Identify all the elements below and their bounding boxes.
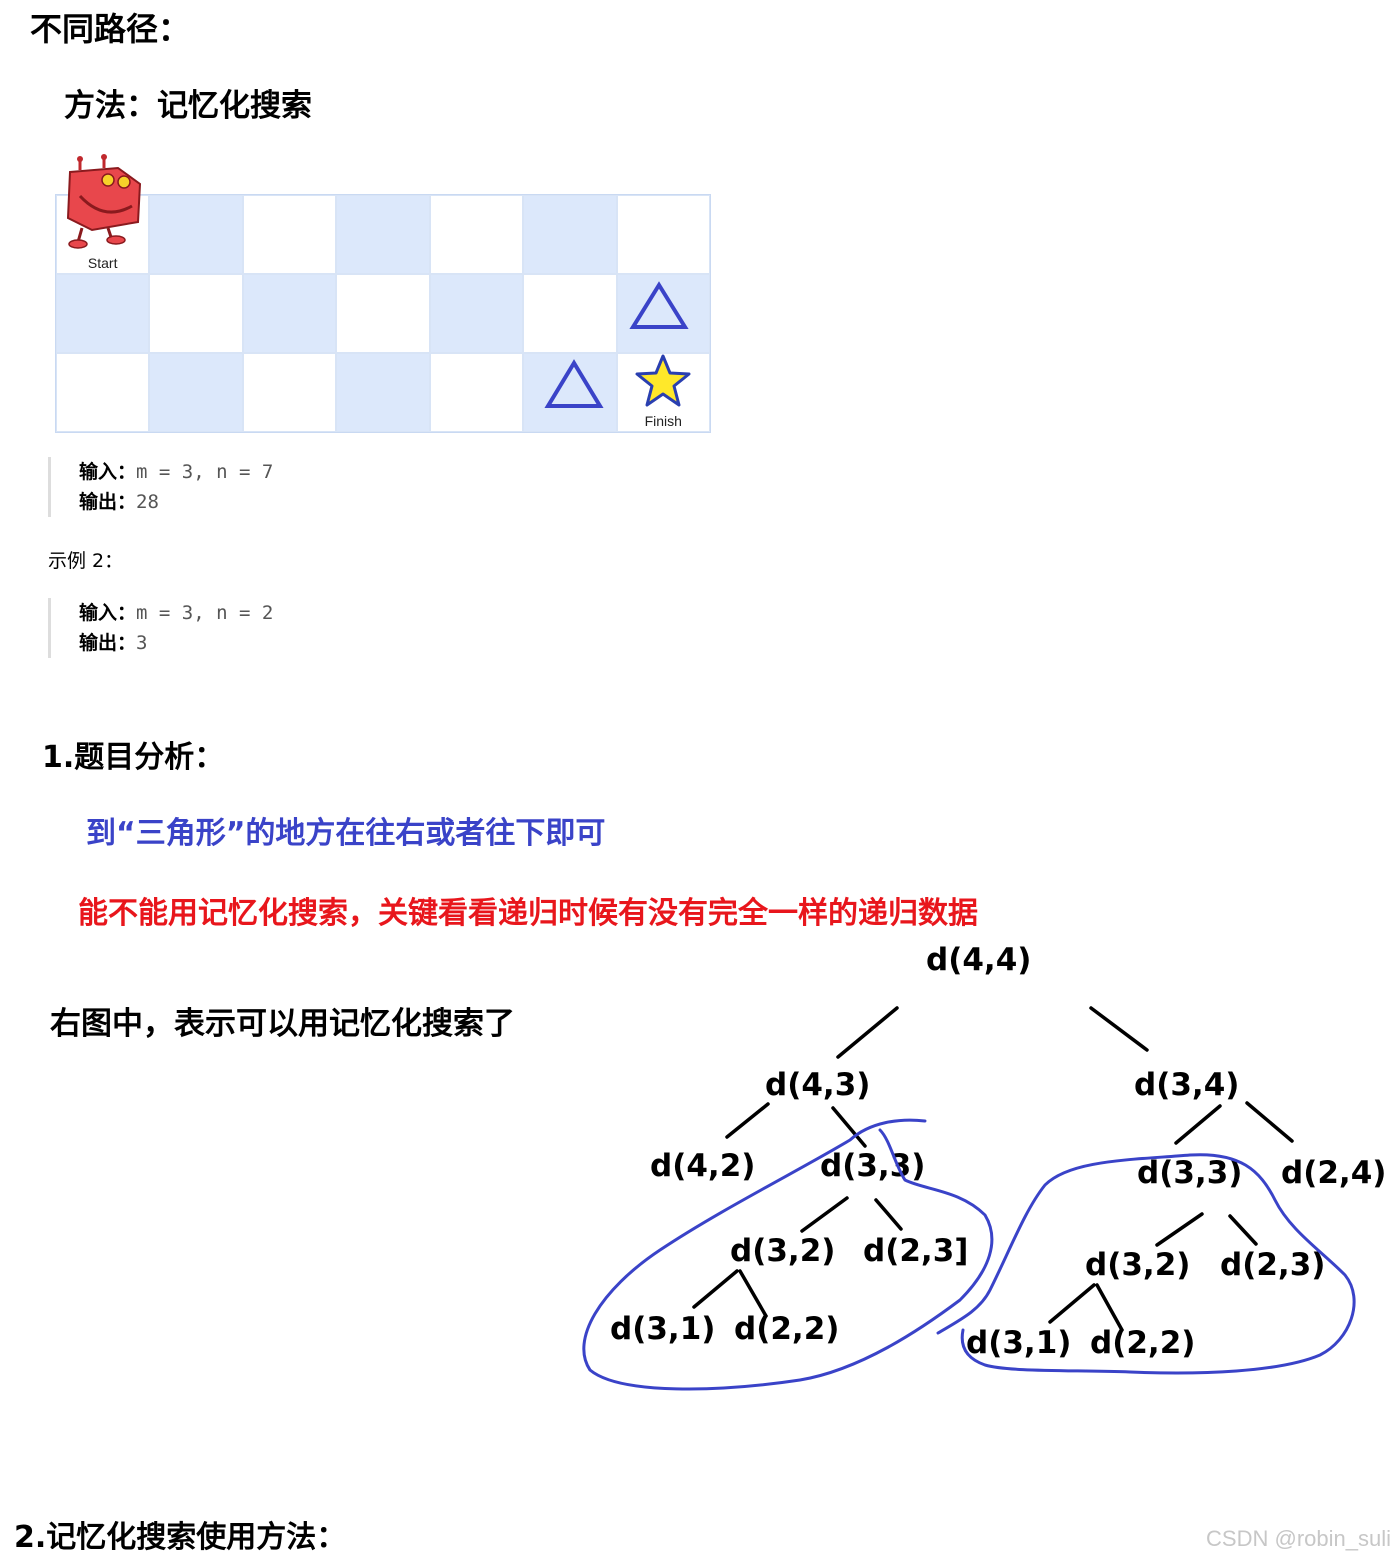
tree-edge	[874, 1198, 903, 1231]
grid-cell	[242, 353, 337, 432]
tree-node: d(3,4)	[1134, 1067, 1240, 1103]
example-2-title: 示例 2：	[48, 550, 124, 572]
tree-edge	[692, 1269, 739, 1309]
tree-node: d(2,4)	[1281, 1155, 1387, 1191]
tree-node: d(4,2)	[650, 1148, 756, 1184]
tree-node: d(2,3]	[863, 1233, 969, 1269]
tree-edge	[1245, 1101, 1294, 1143]
tree-edge	[738, 1269, 768, 1318]
grid-cell	[149, 195, 243, 274]
star-icon	[635, 354, 691, 407]
tree-node: d(3,1)	[610, 1311, 716, 1347]
grid-cell	[429, 353, 524, 432]
grid-cell	[616, 274, 710, 353]
grid-cell	[336, 195, 430, 274]
example-2-block: 输入：m = 3, n = 2 输出：3	[48, 598, 273, 658]
section-2-heading: 2.记忆化搜索使用方法：	[14, 1520, 347, 1555]
blue-note: 到“三角形”的地方在往右或者往下即可	[86, 816, 606, 851]
example-1-output: 输出：28	[79, 491, 159, 513]
page-title: 不同路径：	[30, 10, 191, 48]
tree-node: d(3,1)	[966, 1325, 1072, 1361]
grid-cell	[242, 195, 337, 274]
grid-cell	[56, 353, 150, 432]
grid-cell	[429, 274, 524, 353]
tree-edge	[1048, 1283, 1096, 1324]
duplicate-subtree-circle	[582, 1118, 994, 1391]
tree-node: d(3,3)	[820, 1148, 926, 1184]
watermark: CSDN @robin_suli	[1206, 1526, 1391, 1551]
tree-edge	[800, 1196, 849, 1233]
grid-cell	[149, 274, 243, 353]
tree-edge	[1228, 1214, 1258, 1246]
tree-node: d(3,2)	[1085, 1247, 1191, 1283]
red-note: 能不能用记忆化搜索，关键看看递归时候有没有完全一样的递归数据	[78, 896, 978, 931]
robot-grid: Start Finish	[55, 194, 711, 433]
grid-cell	[336, 274, 430, 353]
start-label: Start	[87, 255, 118, 271]
grid-cell	[616, 195, 710, 274]
grid-cell	[149, 353, 243, 432]
grid-cell	[523, 195, 617, 274]
grid-cell: Finish	[616, 353, 710, 432]
finish-label: Finish	[644, 413, 682, 429]
tree-node: d(2,2)	[734, 1311, 840, 1347]
example-2-input: 输入：m = 3, n = 2	[79, 602, 274, 624]
tree-edge	[1174, 1104, 1222, 1145]
method-heading: 方法：记忆化搜索	[64, 88, 312, 124]
section-1-heading: 1.题目分析：	[42, 740, 225, 775]
tree-edge	[1089, 1006, 1149, 1052]
tree-edge	[836, 1006, 899, 1059]
right-note: 右图中，表示可以用记忆化搜索了	[50, 1006, 515, 1042]
grid-cell	[56, 274, 150, 353]
example-1-input: 输入：m = 3, n = 7	[79, 461, 274, 483]
grid-cell	[523, 274, 617, 353]
grid-cell	[242, 274, 337, 353]
example-1-block: 输入：m = 3, n = 7 输出：28	[48, 457, 273, 517]
grid-cell	[429, 195, 524, 274]
tree-edge	[1155, 1212, 1204, 1247]
triangle-marker	[544, 359, 604, 408]
triangle-marker	[629, 281, 689, 329]
grid-cell	[336, 353, 430, 432]
tree-edge	[725, 1102, 770, 1139]
tree-node: d(2,3)	[1220, 1247, 1326, 1283]
tree-edge	[1095, 1283, 1124, 1332]
tree-node: d(4,3)	[765, 1067, 871, 1103]
tree-node: d(2,2)	[1090, 1325, 1196, 1361]
tree-edge	[831, 1106, 867, 1148]
example-2-output: 输出：3	[79, 632, 148, 654]
tree-node: d(3,3)	[1137, 1155, 1243, 1191]
tree-node-root: d(4,4)	[926, 942, 1032, 978]
tree-node: d(3,2)	[730, 1233, 836, 1269]
robot-icon	[66, 154, 142, 249]
duplicate-subtree-circle	[936, 1153, 1356, 1375]
